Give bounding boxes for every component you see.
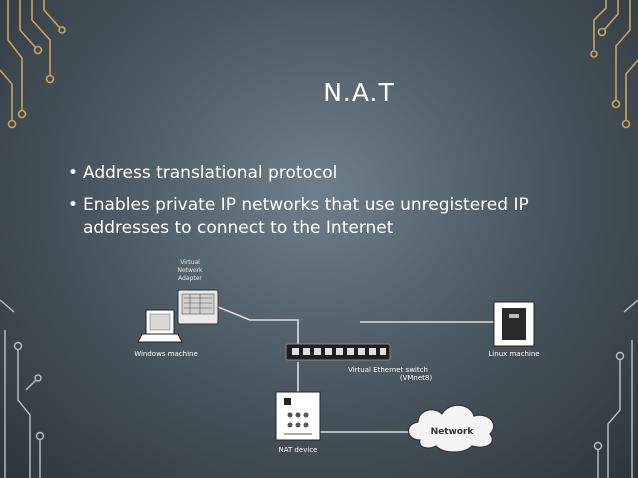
slide-title: N.A.T	[323, 78, 395, 107]
circuit-right-top	[590, 0, 638, 129]
circuit-left-bottom	[0, 299, 45, 478]
bullet-dot: •	[68, 163, 79, 183]
bullet-text: Address translational protocol	[83, 163, 338, 183]
pc-label: Windows machine	[134, 350, 198, 358]
switch-sublabel: (VMnet8)	[400, 374, 433, 382]
nat-device-icon	[275, 391, 321, 441]
switch-label: Virtual Ethernet switch	[348, 366, 428, 374]
router-label-line: Adapter	[178, 275, 202, 282]
cloud-label: Network	[431, 427, 475, 437]
circuit-right-bottom	[593, 299, 638, 478]
bullet-list: • Address translational protocol • Enabl…	[68, 162, 568, 249]
bullet-text: Enables private IP networks that use unr…	[83, 195, 529, 238]
router-label-line: Network	[177, 267, 203, 274]
cloud-icon	[407, 404, 495, 453]
nat-label: NAT device	[279, 446, 318, 454]
switch-icon	[285, 343, 391, 361]
computer-icon	[137, 309, 183, 343]
network-diagram: Virtual Network Adapter Windows machine …	[134, 259, 539, 454]
router-label-line: Virtual	[180, 259, 200, 266]
server-icon	[493, 301, 535, 347]
bullet-item: • Address translational protocol	[68, 162, 568, 185]
bullet-item: • Enables private IP networks that use u…	[68, 194, 568, 240]
router-icon	[177, 289, 219, 325]
circuit-left-top	[0, 0, 66, 129]
bullet-dot: •	[68, 195, 79, 215]
server-label: Linux machine	[488, 350, 539, 358]
